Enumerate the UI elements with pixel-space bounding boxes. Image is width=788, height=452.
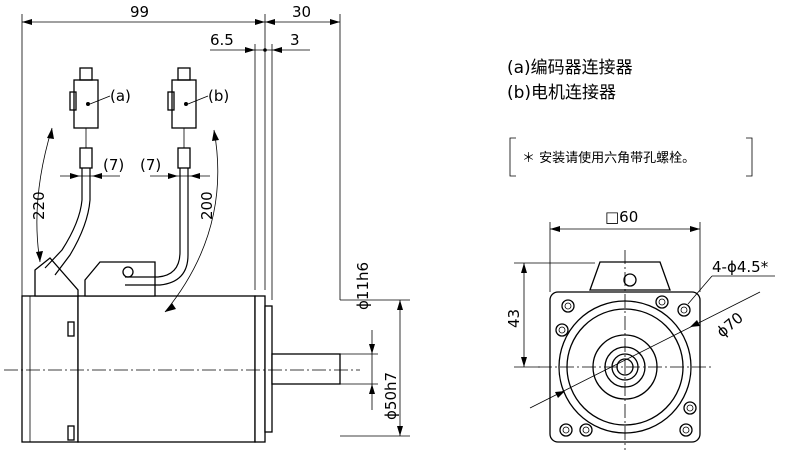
side-view: 99 30 6.5 3 (a) xyxy=(4,3,410,443)
dim-center-height: 43 xyxy=(505,309,523,328)
mount-hole-bl xyxy=(559,423,573,437)
mount-hole-br xyxy=(679,423,693,437)
legend-motor-connector: (b)电机连接器 xyxy=(507,83,616,103)
dim-total-length: 99 xyxy=(130,3,149,21)
connector-b-tag: (b) xyxy=(208,87,229,105)
shaft xyxy=(271,353,341,385)
dim-flange-square: □60 xyxy=(605,208,638,226)
dim-sleeve-a: (7) xyxy=(103,156,124,174)
dim-flange-thickness: 6.5 xyxy=(210,31,234,49)
front-flange xyxy=(254,295,266,443)
dim-cable-b-length: 200 xyxy=(198,191,216,220)
front-view: □60 43 4-ϕ4.5* xyxy=(505,208,775,450)
dim-mount-holes: 4-ϕ4.5* xyxy=(712,258,769,276)
dim-shaft-offset: 3 xyxy=(290,31,300,49)
mount-hole-tl xyxy=(561,299,575,313)
dim-spigot-diameter: ϕ50h7 xyxy=(382,372,400,420)
dim-cable-a-length: 220 xyxy=(30,191,48,220)
legend-encoder-connector: (a)编码器连接器 xyxy=(507,58,633,78)
legend: (a)编码器连接器 (b)电机连接器 xyxy=(507,58,633,103)
encoder-housing xyxy=(21,295,79,443)
installation-note: ＊ 安装请使用六角带孔螺栓。 xyxy=(509,137,753,177)
dim-shaft-diameter: ϕ11h6 xyxy=(354,262,372,310)
mount-hole-tr xyxy=(677,303,691,317)
dim-sleeve-b: (7) xyxy=(140,156,161,174)
dim-flange-to-shaft: 30 xyxy=(292,3,311,21)
motor-body xyxy=(77,295,256,443)
installation-note-text: ＊ 安装请使用六角带孔螺栓。 xyxy=(522,150,695,166)
connector-a-tag: (a) xyxy=(110,87,131,105)
spigot xyxy=(264,305,273,433)
